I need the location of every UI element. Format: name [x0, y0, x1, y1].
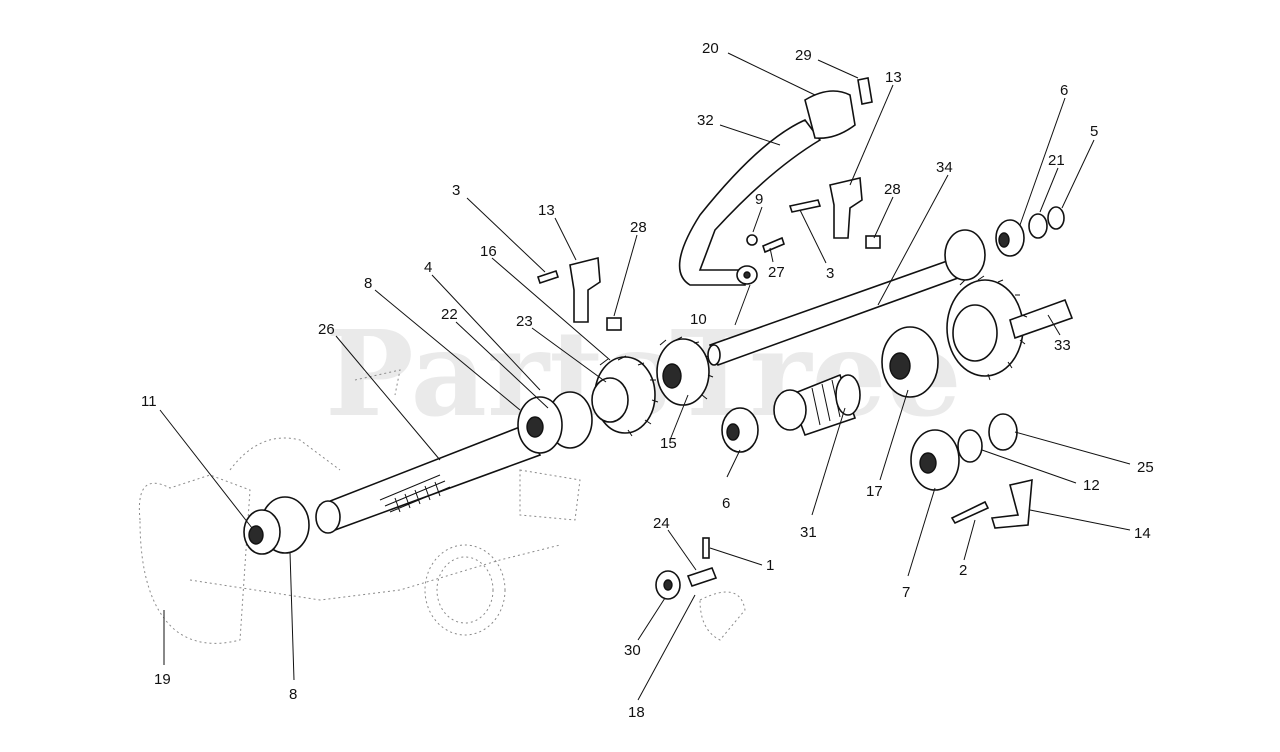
callout-label: 32: [697, 112, 714, 129]
shift-fork-part-14: [950, 478, 1033, 529]
callout-label: 1: [766, 557, 774, 574]
callout-label: 13: [538, 202, 555, 219]
callout-label: 14: [1134, 525, 1151, 542]
callout-labels: 20 29 13 6 5 21 32 34 9 28 3 13 28 16 4 …: [141, 40, 1154, 721]
callout-label: 22: [441, 306, 458, 323]
callout-label: 34: [936, 159, 953, 176]
callout-label: 28: [630, 219, 647, 236]
callout-leader-lines: [159, 52, 1131, 701]
callout-label: 33: [1054, 337, 1071, 354]
callout-label: 20: [702, 40, 719, 57]
callout-label: 6: [722, 495, 730, 512]
splined-hub-part-31: [773, 373, 861, 437]
callout-label: 24: [653, 515, 670, 532]
callout-label: 27: [768, 264, 785, 281]
lever-arms-part-13: [536, 177, 863, 323]
lever-part-32: [678, 77, 873, 286]
right-collar-parts: [910, 413, 1018, 491]
gear-part-16: [591, 355, 659, 437]
callout-label: 19: [154, 671, 171, 688]
callout-label: 3: [452, 182, 460, 199]
callout-label: 10: [690, 311, 707, 328]
callout-label: 6: [1060, 82, 1068, 99]
gear-part-15: [656, 336, 714, 406]
small-hardware-parts: [606, 234, 881, 331]
callout-label: 2: [959, 562, 967, 579]
callout-label: 29: [795, 47, 812, 64]
callout-label: 21: [1048, 152, 1065, 169]
callout-label: 31: [800, 524, 817, 541]
housing-ghost-outline: [138, 369, 746, 644]
callout-label: 18: [628, 704, 645, 721]
callout-label: 11: [141, 393, 157, 410]
bearing-part-8-left: [243, 496, 310, 555]
callout-label: 17: [866, 483, 883, 500]
pin-and-pinion-parts: [655, 537, 718, 600]
bushing-part-6-middle: [721, 407, 759, 453]
callout-label: 28: [884, 181, 901, 198]
callout-label: 8: [289, 686, 297, 703]
callout-label: 8: [364, 275, 372, 292]
callout-label: 23: [516, 313, 533, 330]
callout-label: 13: [885, 69, 902, 86]
sleeve-parts-22-4: [517, 391, 593, 454]
callout-label: 12: [1083, 477, 1100, 494]
main-shaft-part-26: [315, 423, 542, 534]
callout-label: 30: [624, 642, 641, 659]
callout-label: 16: [480, 243, 497, 260]
gear-part-17: [881, 326, 939, 398]
callout-label: 26: [318, 321, 335, 338]
callout-label: 3: [826, 265, 834, 282]
callout-label: 9: [755, 191, 763, 208]
callout-label: 7: [902, 584, 910, 601]
callout-label: 25: [1137, 459, 1154, 476]
gear-part-33: [946, 275, 1074, 381]
callout-label: 4: [424, 259, 432, 276]
callout-label: 15: [660, 435, 677, 452]
top-right-gear-stack: [944, 206, 1065, 281]
callout-label: 5: [1090, 123, 1098, 140]
